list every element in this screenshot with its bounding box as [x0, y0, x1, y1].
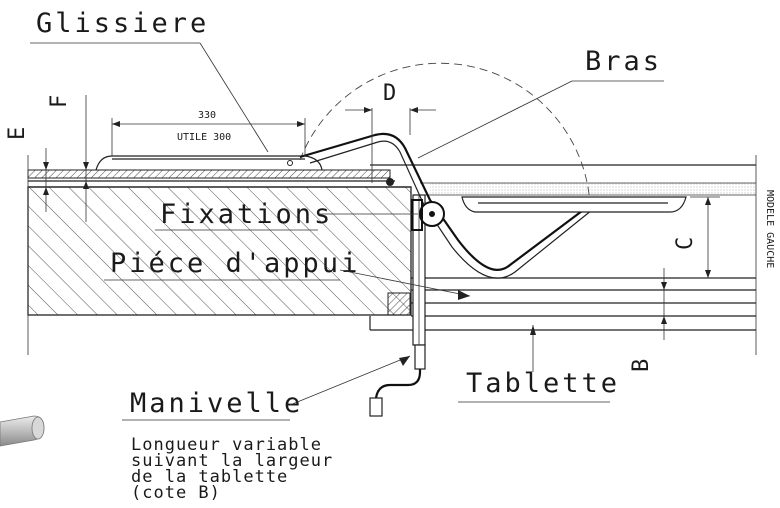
- label-piece-appui: Piéce d'appui: [110, 248, 360, 279]
- dim-330: 330: [198, 110, 216, 121]
- dim-B: B: [629, 357, 654, 372]
- dim-utile: UTILE 300: [177, 132, 231, 143]
- dim-F: F: [47, 93, 72, 108]
- note-line-4: (cote B): [131, 483, 221, 503]
- dotted-bar: [430, 183, 756, 195]
- glissiere-rail: [95, 155, 323, 171]
- label-modele: MODELE GAUCHE: [764, 190, 775, 268]
- label-fixations: Fixations: [160, 199, 333, 230]
- worktop-block: [27, 186, 412, 316]
- tablet-slider: [461, 196, 687, 213]
- top-plate: [27, 169, 391, 179]
- label-manivelle: Manivelle: [130, 388, 303, 419]
- note-line-2: suivant la largeur: [131, 451, 333, 471]
- cylinder-part: [0, 415, 45, 447]
- note-line-3: de la tablette: [131, 467, 288, 487]
- support-piece: [387, 292, 411, 316]
- dim-C: C: [673, 235, 698, 250]
- label-glissiere: Glissiere: [36, 8, 209, 39]
- label-bras: Bras: [585, 46, 662, 77]
- dim-E: E: [5, 125, 30, 140]
- crank: [374, 345, 422, 414]
- label-tablette: Tablette: [466, 368, 620, 399]
- dim-D: D: [383, 81, 398, 106]
- note-line-1: Longueur variable: [131, 435, 322, 455]
- arm: [299, 132, 591, 271]
